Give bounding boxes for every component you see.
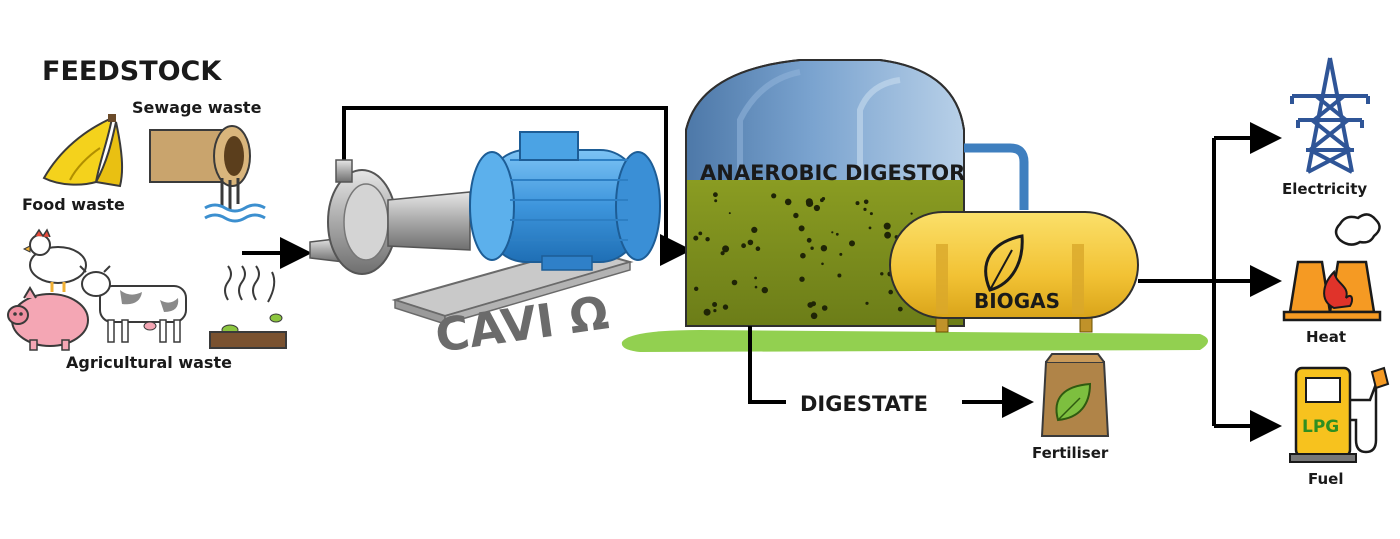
bubble	[784, 198, 792, 206]
bubble	[868, 226, 872, 230]
bubble	[837, 273, 842, 278]
bubble	[731, 279, 738, 286]
bubble	[771, 193, 777, 199]
bubble	[880, 272, 884, 276]
biogas-tank	[889, 211, 1139, 333]
biogas-label: BIOGAS	[974, 289, 1060, 313]
bubble	[849, 240, 855, 247]
bubble	[806, 237, 812, 243]
bubble	[761, 286, 768, 294]
bubble	[884, 231, 891, 239]
bubble	[694, 286, 699, 291]
bubble	[747, 239, 754, 246]
bubble	[728, 212, 731, 215]
bubble	[855, 201, 860, 206]
recirculation-line	[342, 106, 692, 266]
bubble	[831, 231, 834, 234]
bubble	[712, 302, 718, 307]
bubble	[869, 212, 873, 216]
fertiliser-label: Fertiliser	[1032, 444, 1109, 462]
bubble	[813, 204, 821, 212]
bubble	[722, 304, 729, 310]
bubble	[722, 245, 730, 253]
bubble	[713, 192, 718, 198]
bubble	[703, 308, 711, 316]
bubble	[865, 301, 869, 305]
heat-label: Heat	[1306, 328, 1346, 346]
bubble	[863, 199, 869, 205]
digestate-label: DIGESTATE	[800, 392, 928, 416]
bubble	[754, 276, 757, 280]
electricity-label: Electricity	[1282, 180, 1367, 198]
bubble	[751, 226, 758, 233]
bubble	[863, 207, 867, 211]
bubble	[910, 212, 913, 215]
bubble	[698, 231, 703, 236]
bubble	[807, 302, 814, 308]
bubble	[799, 276, 805, 282]
bubble	[810, 312, 818, 320]
bubble	[755, 246, 761, 251]
bubble	[820, 198, 824, 203]
sewage-waste-label: Sewage waste	[132, 98, 262, 117]
bubble	[754, 285, 758, 289]
banana-peel-icon	[42, 114, 124, 188]
pump-icon	[309, 131, 661, 326]
cow-icon	[79, 265, 187, 343]
digestate-line	[748, 326, 786, 404]
chicken-icon	[22, 228, 87, 292]
power-plant-icon	[1282, 213, 1382, 322]
bubble	[810, 246, 814, 250]
digestor-label: ANAEROBIC DIGESTOR	[700, 161, 965, 185]
bubble	[714, 199, 718, 203]
power-tower-icon	[1290, 57, 1370, 174]
fertiliser-bag-icon	[1040, 353, 1110, 437]
fuel-pump-text: LPG	[1302, 417, 1339, 437]
bubble	[741, 243, 746, 249]
ground-strip	[621, 330, 1208, 352]
bubble	[835, 232, 839, 236]
sewage-pipe-icon	[149, 125, 266, 223]
bubble	[888, 289, 893, 295]
bubble	[897, 306, 903, 312]
bubble	[800, 252, 806, 259]
bubble	[820, 245, 828, 252]
agricultural-waste-label: Agricultural waste	[66, 353, 232, 372]
bubble	[705, 237, 710, 242]
bubble	[883, 222, 891, 230]
bubble	[798, 225, 805, 232]
bubble	[821, 305, 828, 311]
compost-icon	[209, 265, 287, 349]
bubble	[720, 251, 725, 256]
leaf-icon	[984, 234, 1024, 292]
food-waste-label: Food waste	[22, 195, 125, 214]
bubble	[793, 212, 799, 219]
feedstock-title: FEEDSTOCK	[42, 56, 222, 87]
bubble	[821, 262, 824, 266]
gas-pipe	[964, 143, 1029, 210]
fuel-label: Fuel	[1308, 470, 1344, 488]
fuel-pump-icon	[1289, 366, 1390, 463]
pig-icon	[7, 286, 89, 351]
bubble	[693, 235, 699, 241]
bubble	[713, 309, 717, 313]
bubble	[805, 198, 813, 206]
bubble	[839, 252, 843, 256]
